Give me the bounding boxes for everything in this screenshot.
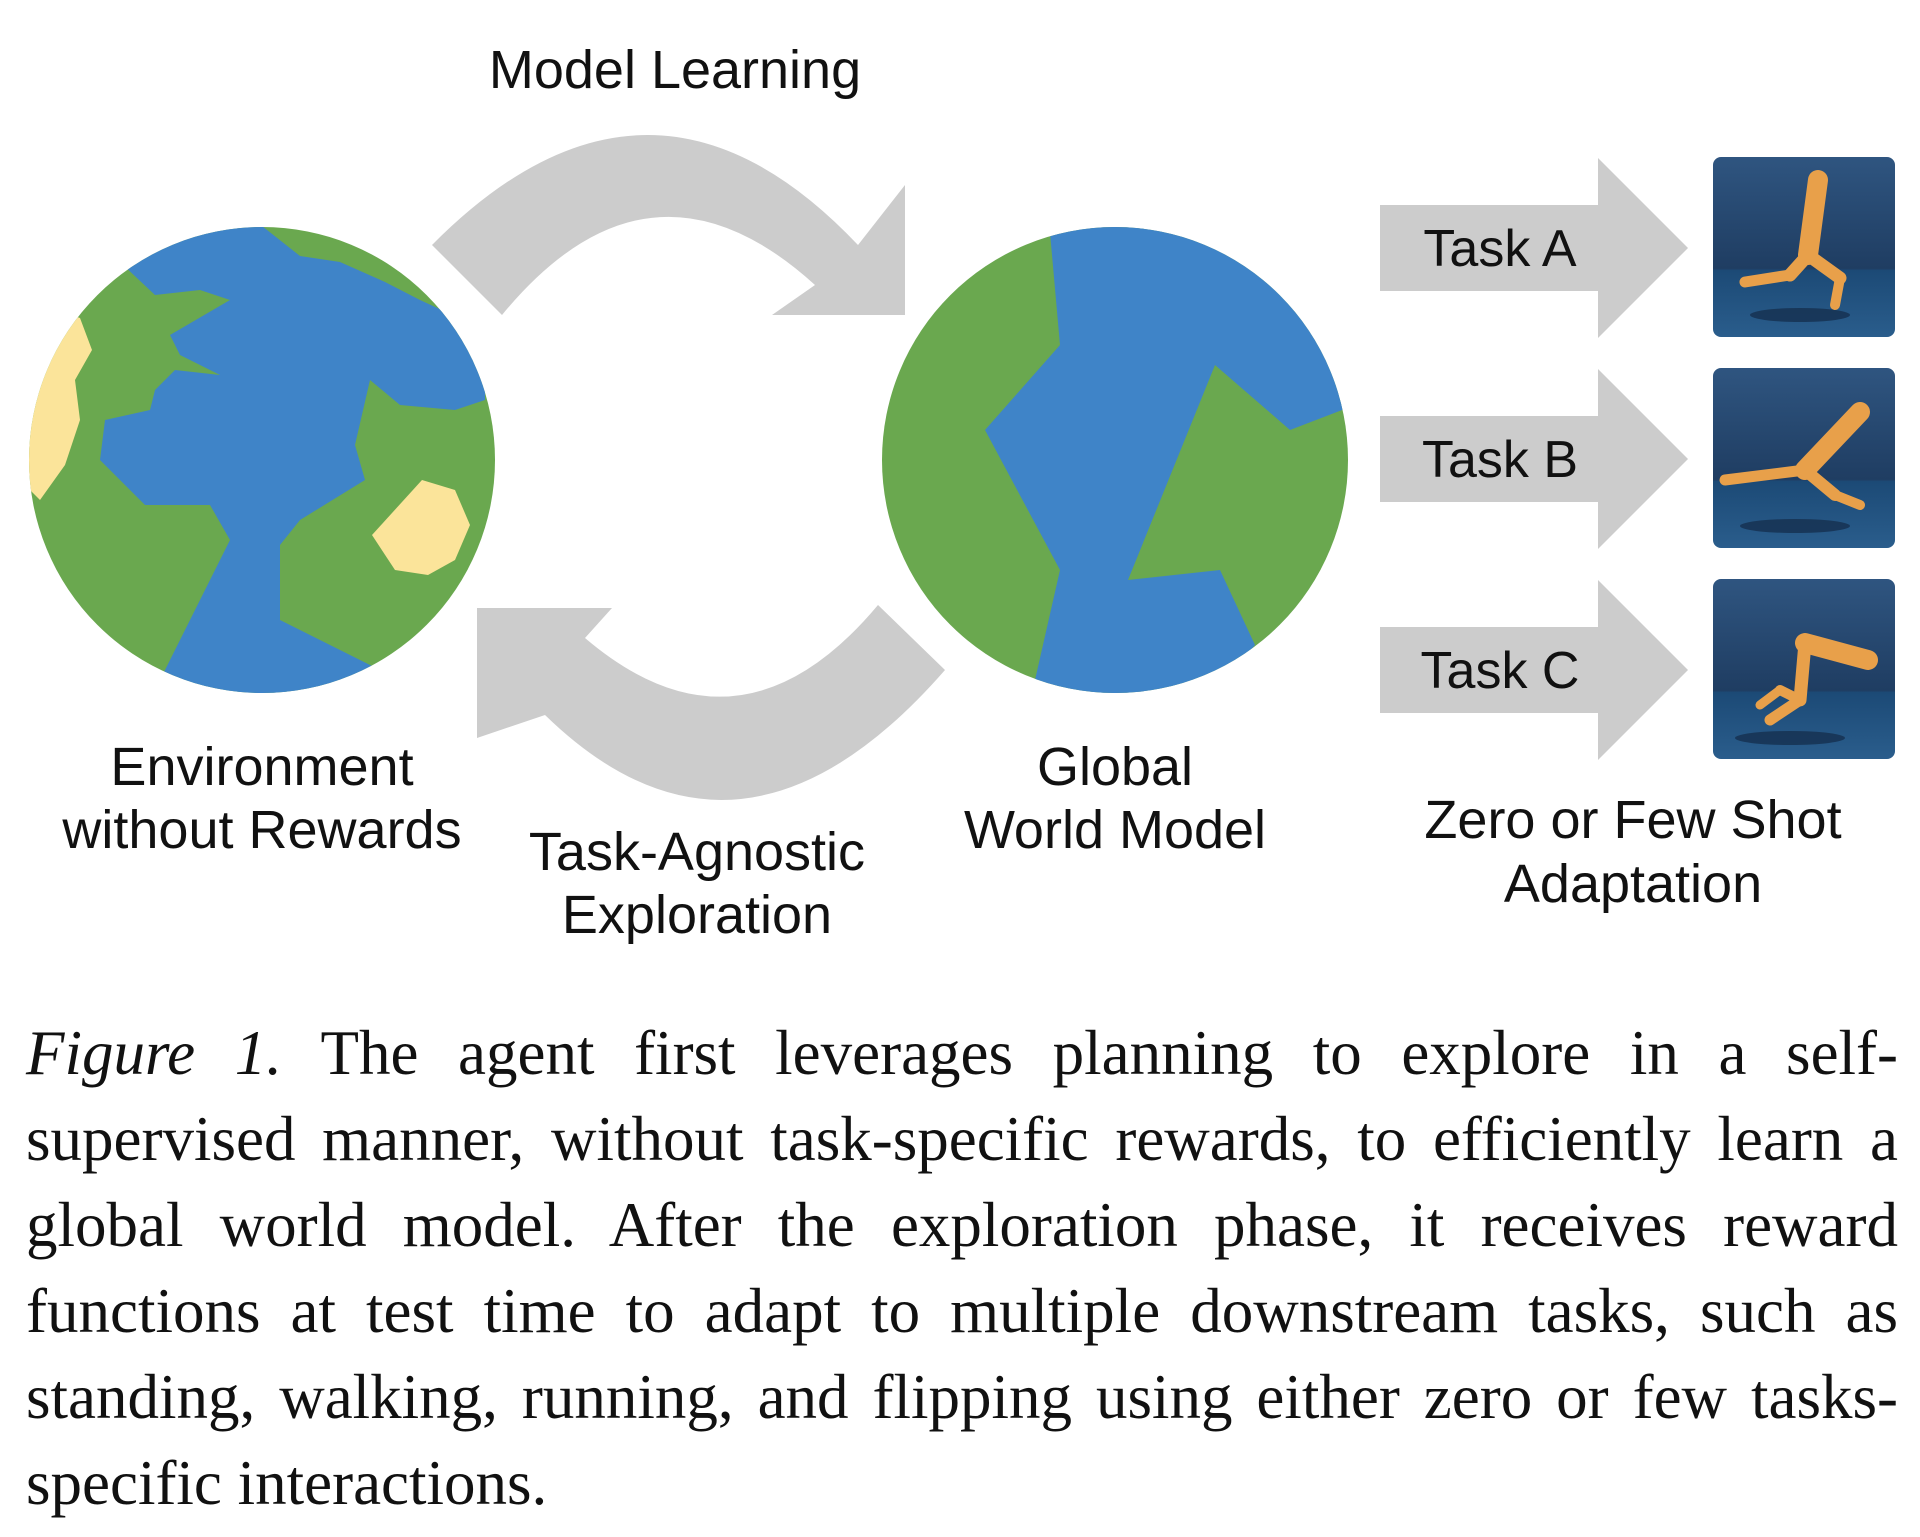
adaptation-label-line2: Adaptation [1504, 854, 1762, 914]
model-learning-arrow [432, 135, 905, 315]
adaptation-label-line1: Zero or Few Shot [1424, 790, 1841, 850]
world-model-globe [882, 227, 1348, 693]
task-b-label: Task B [1422, 431, 1578, 489]
world-model-label-line2: World Model [964, 800, 1266, 860]
task-a-label: Task A [1423, 220, 1576, 278]
model-learning-label: Model Learning [489, 40, 861, 100]
exploration-arrow [477, 605, 945, 800]
task-a-arrow [1380, 158, 1688, 338]
task-c-arrow [1380, 580, 1688, 760]
environment-label-line2: without Rewards [61, 800, 461, 860]
figure-caption: Figure 1. The agent first leverages plan… [26, 1010, 1898, 1526]
task-c-label: Task C [1421, 642, 1580, 700]
figure-caption-label: Figure 1. [26, 1018, 282, 1088]
robot-flipping-image [1713, 579, 1895, 759]
robot-standing-image [1713, 157, 1895, 337]
environment-globe [29, 227, 495, 693]
task-b-arrow [1380, 369, 1688, 549]
environment-label-line1: Environment [110, 737, 413, 797]
exploration-label-line2: Exploration [562, 885, 832, 945]
robot-walking-image [1713, 368, 1895, 548]
exploration-label-line1: Task-Agnostic [529, 822, 865, 882]
figure-caption-text: The agent first leverages planning to ex… [26, 1018, 1898, 1518]
overview-figure: Model Learning Environment without Rewar… [29, 40, 1895, 945]
world-model-label-line1: Global [1037, 737, 1193, 797]
